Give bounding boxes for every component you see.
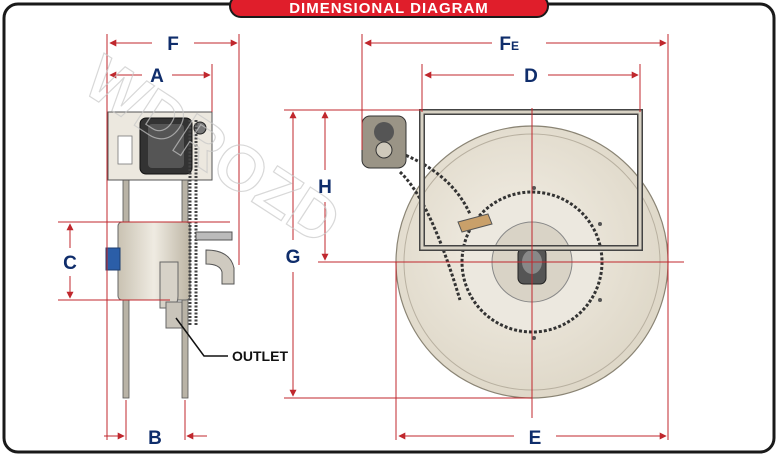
side-view-drawing: [105, 111, 235, 399]
outlet-callout: OUTLET: [232, 348, 288, 364]
dim-label-d: D: [524, 66, 538, 87]
dim-label-f: F: [167, 34, 179, 55]
dim-label-e: E: [529, 428, 542, 449]
dim-label-fe-f: F: [499, 34, 511, 55]
dim-label-c: C: [63, 253, 77, 274]
dim-label-g: G: [286, 247, 301, 268]
outlet-leader-line: [175, 317, 228, 357]
dim-label-fe-e: E: [511, 39, 519, 53]
dim-label-b: B: [148, 428, 162, 449]
dim-label-h: H: [318, 177, 332, 198]
diagram-title: DIMENSIONAL DIAGRAM: [229, 0, 549, 18]
dim-label-fe-main: FE: [499, 34, 519, 55]
dim-label-a: A: [150, 66, 164, 87]
dimension-lines: [58, 34, 684, 440]
